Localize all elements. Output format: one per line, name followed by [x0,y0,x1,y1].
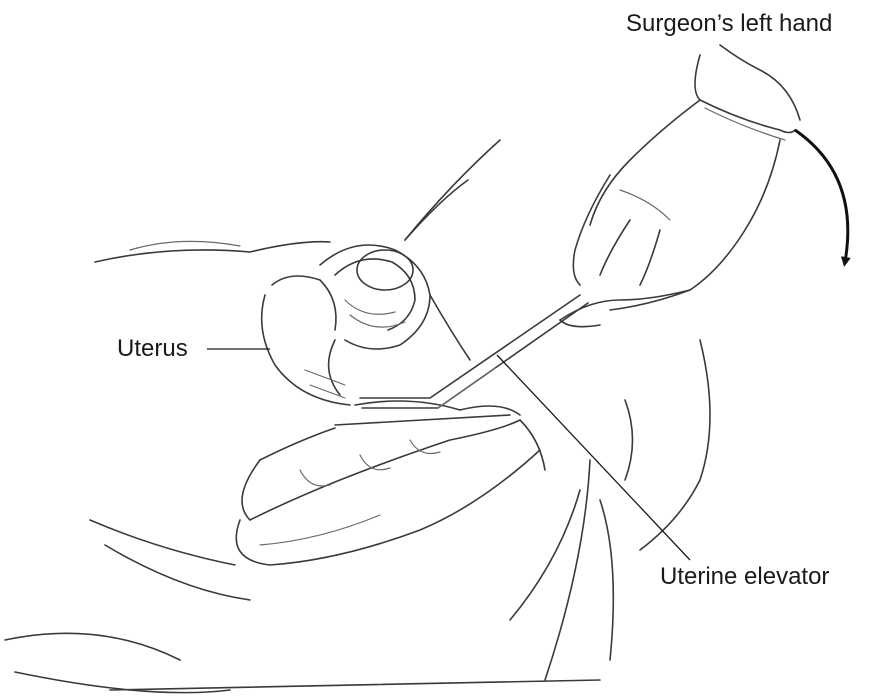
uterus-structure [236,245,545,565]
surgeons-hand-label: Surgeon’s left hand [626,12,832,36]
uterine-elevator-label: Uterine elevator [660,565,829,589]
rotation-arrow [795,130,848,262]
patient-body-outline [5,140,710,693]
surgeon-hand-sketch [560,45,800,327]
uterus-label: Uterus [117,337,188,361]
elevator-leader-line [497,355,690,560]
